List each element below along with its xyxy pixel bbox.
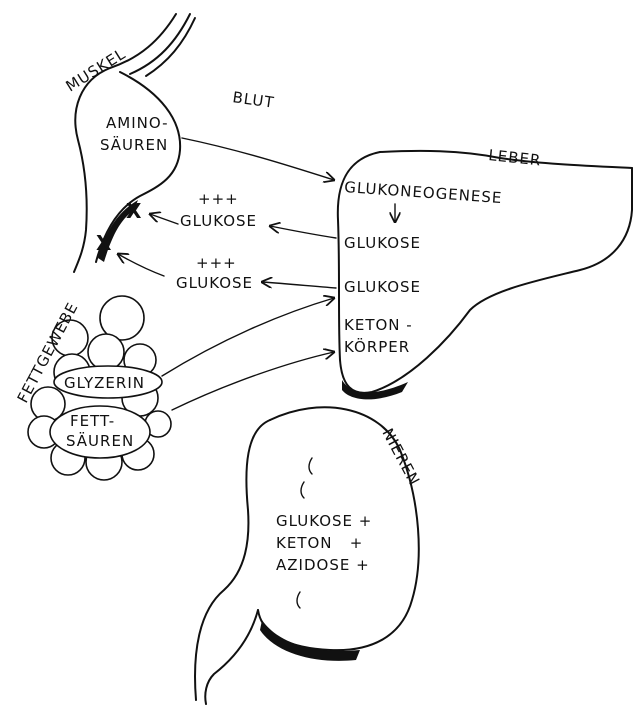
glycerol-to-liver-arrow: [162, 298, 334, 376]
fatty-acids-label-line1: FETT-: [70, 412, 115, 430]
fatty-acids-label-line2: SÄUREN: [66, 431, 134, 450]
liver-glucose-label-2: GLUKOSE: [344, 278, 421, 296]
amino-acids-to-liver-arrow: [182, 138, 334, 180]
kidney-label: NIEREN: [378, 425, 423, 488]
kidney-glucose-label: GLUKOSE +: [276, 512, 372, 530]
glycerol-label: GLYZERIN: [64, 374, 145, 392]
blood-glucose-label-2: GLUKOSE: [176, 274, 253, 292]
liver-label: LEBER: [488, 146, 543, 169]
liver-to-blood-glucose-arrow-1: [270, 226, 336, 238]
blood-glucose-label-1: GLUKOSE: [180, 212, 257, 230]
amino-acids-label-line1: AMINO-: [106, 114, 168, 132]
kidney-acidosis-label: AZIDOSE +: [276, 556, 370, 574]
liver-glucose-label-1: GLUKOSE: [344, 234, 421, 252]
glucose-plus-2: +++: [196, 254, 237, 272]
glucose-to-muscle-arrow-1: [150, 214, 178, 224]
muscle-label: MUSKEL: [63, 45, 129, 96]
ketone-bodies-label-line1: KETON -: [344, 316, 413, 334]
ketone-bodies-label-line2: KÖRPER: [344, 337, 410, 356]
amino-acids-label-line2: SÄUREN: [100, 135, 168, 154]
blood-label: BLUT: [231, 88, 275, 112]
glucose-plus-1: +++: [198, 190, 239, 208]
gluconeogenesis-label: GLUKONEOGENESE: [344, 178, 503, 207]
uptake-blocked-mark-1: X: [126, 199, 142, 223]
fatty-acids-to-liver-arrow: [172, 352, 334, 410]
liver-to-blood-glucose-arrow-2: [262, 282, 336, 288]
glucose-to-muscle-arrow-2: [118, 254, 164, 276]
uptake-blocked-mark-2: X: [96, 231, 112, 255]
kidney-ketone-label: KETON +: [276, 534, 363, 552]
